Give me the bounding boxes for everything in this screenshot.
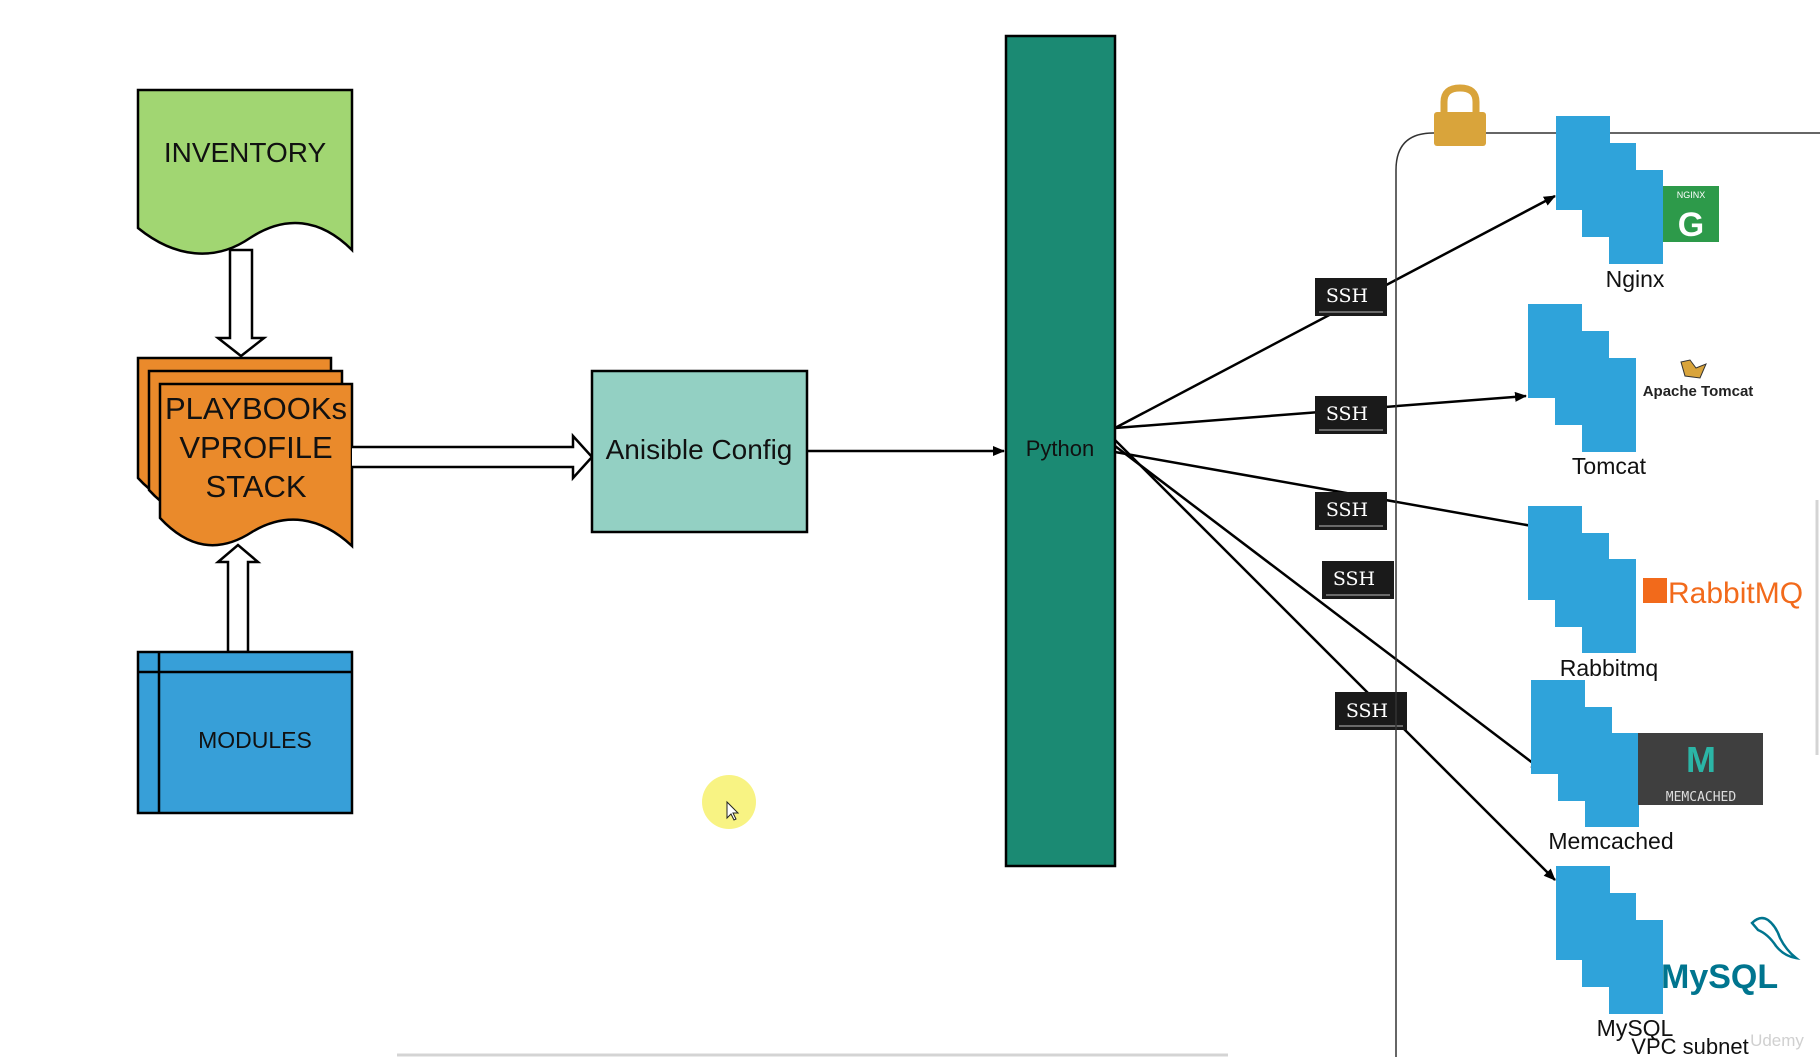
server-stack-rabbitmq (1528, 506, 1636, 653)
cursor-icon (726, 800, 740, 821)
server-label-rabbitmq: Rabbitmq (1560, 655, 1658, 681)
ssh-badge-2: SSH (1315, 396, 1387, 434)
ssh-badge-5: SSH (1335, 692, 1407, 730)
tomcat-logo: Apache Tomcat (1643, 359, 1754, 400)
connection-mysql (1114, 439, 1556, 881)
playbooks-label-line-2: VPROFILE (179, 430, 332, 465)
python-label: Python (1026, 436, 1095, 461)
ssh-badge-label: SSH (1326, 499, 1368, 521)
server-label-memcached: Memcached (1548, 828, 1673, 854)
vpc-subnet-boundary (1395, 132, 1820, 1057)
playbooks-label-line-3: STACK (205, 469, 306, 504)
inventory-to-playbooks-arrow (214, 248, 268, 358)
cursor-highlight (702, 775, 756, 829)
inventory-label: INVENTORY (164, 137, 327, 168)
lock-icon (1434, 84, 1486, 146)
mysql-logo-text: MySQL (1661, 958, 1778, 996)
modules-label: MODULES (198, 727, 312, 753)
server-label-nginx: Nginx (1606, 266, 1665, 292)
ssh-badge-label: SSH (1346, 700, 1388, 722)
ssh-badge-1: SSH (1315, 278, 1387, 316)
modules-node: MODULES (136, 650, 354, 815)
rabbitmq-logo: RabbitMQ (1643, 577, 1803, 610)
nginx-logo: NGINX G (1663, 186, 1719, 244)
playbooks-node: PLAYBOOKs VPROFILE STACK (136, 356, 354, 549)
ssh-badge-label: SSH (1326, 285, 1368, 307)
inventory-node: INVENTORY (136, 88, 354, 255)
ansible-config-label: Anisible Config (606, 434, 793, 465)
tomcat-logo-text: Apache Tomcat (1643, 383, 1754, 400)
playbooks-label-line-1: PLAYBOOKs (165, 391, 347, 426)
playbooks-to-config-arrow (352, 432, 594, 482)
server-stack-mysql (1556, 866, 1663, 1014)
nginx-logo-text: NGINX (1677, 190, 1706, 200)
modules-to-playbooks-arrow (214, 543, 262, 654)
ssh-badge-label: SSH (1333, 568, 1375, 590)
server-label-tomcat: Tomcat (1572, 453, 1647, 479)
rabbitmq-logo-text: RabbitMQ (1668, 577, 1803, 610)
server-stack-tomcat (1528, 304, 1636, 452)
server-stack-memcached (1531, 680, 1639, 827)
connection-memcached (1114, 445, 1543, 771)
ssh-badge-label: SSH (1326, 403, 1368, 425)
python-node: Python (1004, 34, 1117, 868)
svg-text:G: G (1678, 206, 1704, 244)
ssh-badge-4: SSH (1322, 561, 1394, 599)
vpc-subnet-label: VPC subnet (1631, 1034, 1748, 1057)
svg-text:M: M (1686, 739, 1716, 780)
ssh-badge-3: SSH (1315, 492, 1387, 530)
server-stack-nginx (1556, 116, 1663, 264)
server-label-mysql: MySQL (1597, 1015, 1674, 1041)
ansible-config-node: Anisible Config (590, 369, 809, 534)
udemy-watermark: Udemy (1750, 1031, 1804, 1050)
memcached-logo-text: MEMCACHED (1666, 790, 1737, 805)
memcached-logo: M MEMCACHED (1638, 733, 1763, 805)
mysql-logo: MySQL (1661, 916, 1801, 996)
